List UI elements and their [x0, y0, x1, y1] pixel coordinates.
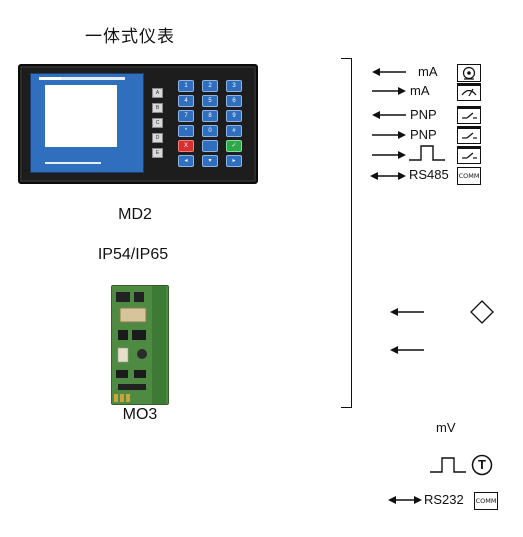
keypad-key: 5	[202, 95, 218, 107]
meter-icon	[457, 83, 481, 101]
arrow-left-icon	[390, 346, 424, 354]
comm-box-icon: COMM	[474, 492, 498, 510]
arrow-right-key: ▸	[226, 155, 242, 167]
switch-icon	[457, 146, 481, 164]
keypad-key: 2	[202, 80, 218, 92]
screen-header-bar	[39, 77, 125, 80]
signal-label: PNP	[410, 127, 437, 142]
pulse-icon	[409, 145, 445, 161]
arrow-right-icon	[372, 87, 406, 95]
gauge-icon	[457, 64, 481, 82]
temperature-icon	[471, 454, 493, 476]
diamond-icon	[470, 300, 494, 324]
temperature-symbol: T	[478, 457, 486, 472]
keypad-key	[202, 140, 218, 152]
side-button: D	[152, 133, 163, 143]
keypad-key: 1	[178, 80, 194, 92]
signal-label: PNP	[410, 107, 437, 122]
keypad-key: 0	[202, 125, 218, 137]
arrow-left-icon	[372, 111, 406, 119]
keypad-key: 8	[202, 110, 218, 122]
keypad-key: 9	[226, 110, 242, 122]
pulse-icon	[430, 457, 466, 473]
screen-header-highlight	[39, 77, 61, 80]
keypad-key: 6	[226, 95, 242, 107]
confirm-key: ✓	[226, 140, 242, 152]
bracket-bottom	[341, 407, 352, 408]
arrow-left-key: ◂	[178, 155, 194, 167]
switch-icon	[457, 126, 481, 144]
double-arrow-icon	[370, 172, 406, 180]
keypad-key: #	[226, 125, 242, 137]
diagram-title: 一体式仪表	[85, 27, 175, 47]
rs232-label: RS232	[424, 492, 464, 507]
bracket-top	[341, 58, 352, 59]
signal-label: mA	[418, 64, 438, 79]
rs485-label: RS485	[409, 167, 449, 182]
screen-footer-bar	[45, 162, 101, 164]
side-button: E	[152, 148, 163, 158]
keypad-key: *	[178, 125, 194, 137]
side-button: C	[152, 118, 163, 128]
md2-display-screen	[30, 73, 144, 173]
device-model-label: MD2	[118, 206, 152, 223]
double-arrow-icon	[388, 496, 422, 504]
cancel-key: X	[178, 140, 194, 152]
arrow-left-icon	[372, 68, 406, 76]
keypad-key: 3	[226, 80, 242, 92]
arrow-down-key: ▾	[202, 155, 218, 167]
side-button: A	[152, 88, 163, 98]
pcb-components-icon	[114, 286, 166, 404]
bracket-line	[351, 58, 352, 408]
screen-content-window	[45, 85, 117, 147]
mo3-module-board	[111, 285, 169, 405]
keypad-key: 7	[178, 110, 194, 122]
comm-box-icon: COMM	[457, 167, 481, 185]
module-label: MO3	[122, 406, 158, 423]
arrow-right-icon	[372, 131, 406, 139]
arrow-left-icon	[390, 308, 424, 316]
signal-label: mA	[410, 83, 430, 98]
keypad-key: 4	[178, 95, 194, 107]
mv-label: mV	[436, 420, 456, 435]
protection-rating-label: IP54/IP65	[97, 246, 169, 263]
side-button: B	[152, 103, 163, 113]
arrow-right-icon	[372, 151, 406, 159]
switch-icon	[457, 106, 481, 124]
